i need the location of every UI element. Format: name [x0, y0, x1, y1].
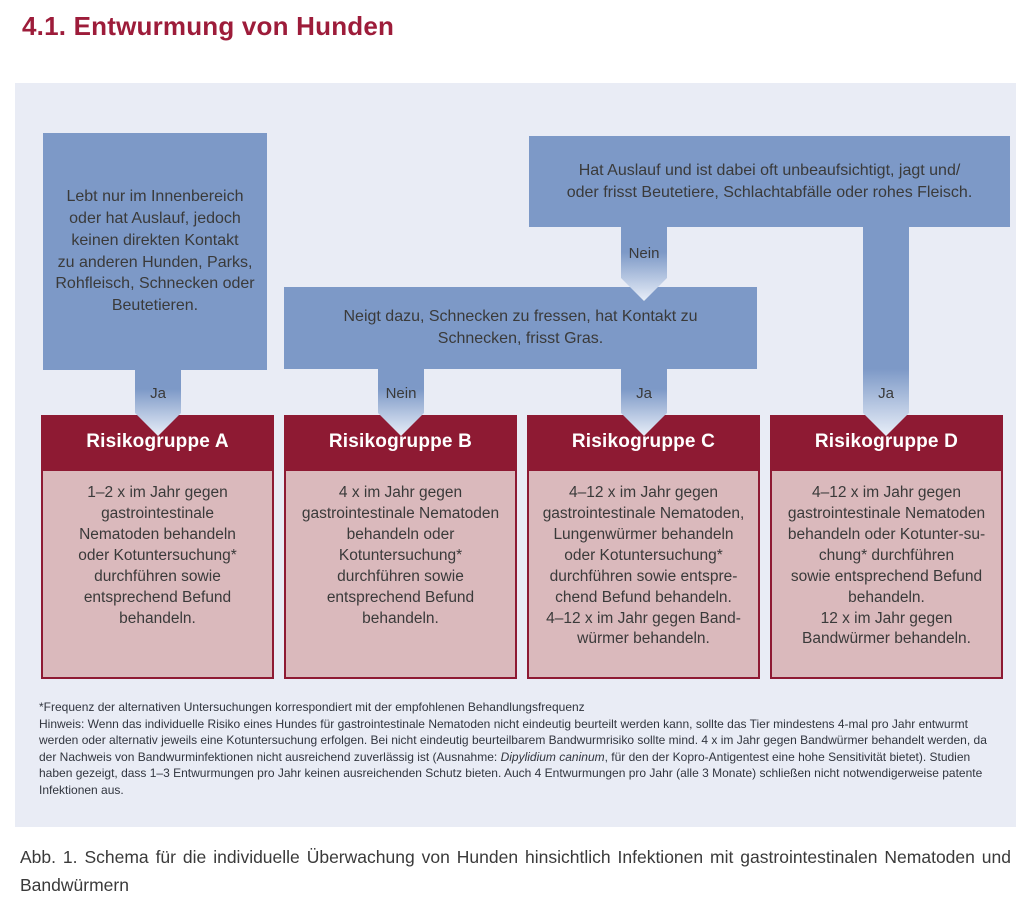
footnote-note-part1: Hinweis: Wenn das individuelle Risiko ei… — [39, 716, 987, 764]
risk-group-d-body: 4–12 x im Jahr gegen gastrointestinale N… — [770, 469, 1003, 679]
footnote-note-part2: , für den der Kopro-Antigentest eine hoh… — [39, 749, 983, 797]
arrow-label-nein-group-b: Nein — [385, 385, 417, 402]
arrow-label-ja-group-a: Ja — [150, 385, 166, 402]
figure-panel: Lebt nur im Innenbereich oder hat Auslau… — [15, 83, 1016, 827]
condition-box-indoor: Lebt nur im Innenbereich oder hat Auslau… — [43, 133, 267, 370]
arrow-outdoor-to-snails-icon — [621, 226, 667, 301]
risk-group-c-header: Risikogruppe C — [527, 415, 760, 469]
footnote-note-species-italic: Dipylidium caninum — [500, 749, 605, 764]
arrow-indoor-to-group-a-icon — [135, 369, 181, 436]
arrow-label-ja-group-c: Ja — [636, 385, 652, 402]
footnote: *Frequenz der alternativen Untersuchunge… — [39, 699, 1003, 798]
figure-caption: Abb. 1. Schema für die individuelle Über… — [20, 847, 1011, 895]
page-title: 4.1. Entwurmung von Hunden — [22, 11, 395, 41]
risk-group-d-header: Risikogruppe D — [770, 415, 1003, 469]
condition-box-outdoor-unsupervised: Hat Auslauf und ist dabei oft unbeaufsic… — [529, 136, 1010, 227]
arrow-snails-to-group-b-icon — [378, 369, 424, 436]
arrow-outdoor-to-group-d-icon — [863, 226, 909, 436]
arrow-label-ja-group-d: Ja — [878, 385, 894, 402]
arrow-snails-to-group-c-icon — [621, 369, 667, 436]
risk-group-b-body: 4 x im Jahr gegen gastrointestinale Nema… — [284, 469, 517, 679]
footnote-star-line: *Frequenz der alternativen Untersuchunge… — [39, 700, 585, 714]
risk-group-a-body: 1–2 x im Jahr gegen gastrointestinale Ne… — [41, 469, 274, 679]
arrow-label-nein-to-snails: Nein — [628, 245, 660, 262]
risk-group-c-body: 4–12 x im Jahr gegen gastrointestinale N… — [527, 469, 760, 679]
condition-box-snails-grass: Neigt dazu, Schnecken zu fressen, hat Ko… — [284, 287, 757, 369]
footnote-note: Hinweis: Wenn das individuelle Risiko ei… — [39, 716, 1003, 799]
